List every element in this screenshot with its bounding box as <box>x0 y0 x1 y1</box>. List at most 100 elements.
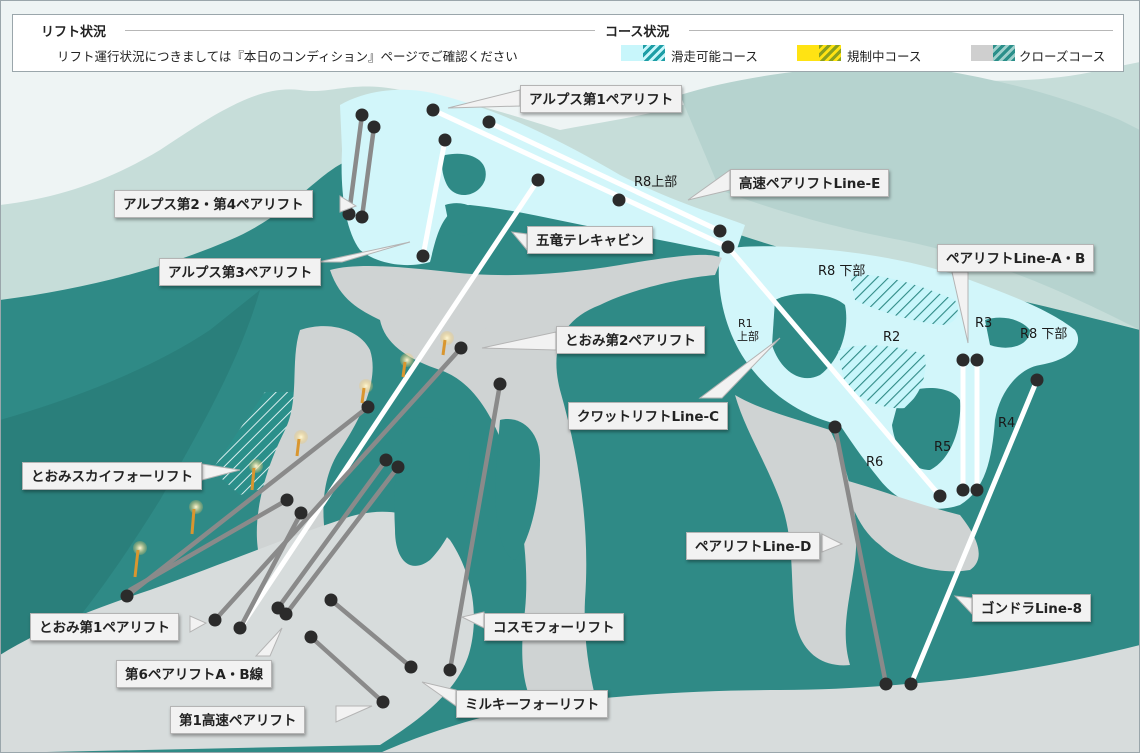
lamp-icon <box>189 500 203 535</box>
lift-line-high1 <box>308 634 386 705</box>
lift-line-alps3 <box>420 137 448 259</box>
lift-line-alps2 <box>346 112 365 217</box>
course-label-r8-upper: R8上部 <box>634 175 678 190</box>
forest-island-2 <box>445 203 480 236</box>
station <box>379 453 393 467</box>
pointer-no6 <box>254 627 283 657</box>
station <box>233 621 247 635</box>
station <box>404 660 418 674</box>
legend-restricted-label: 規制中コース <box>847 49 922 64</box>
station <box>482 115 496 129</box>
lamp-icon <box>133 541 147 578</box>
lift-line-tomi-sky <box>124 404 371 599</box>
station <box>612 193 626 207</box>
station <box>279 607 293 621</box>
lift-line-telecabin <box>237 177 541 631</box>
closed-course-central <box>256 298 491 560</box>
station <box>443 663 457 677</box>
restricted-zone-r2 <box>838 345 926 409</box>
station <box>426 103 440 117</box>
lamp-icon <box>440 331 454 356</box>
lift-line-no6-b <box>283 464 401 617</box>
label-no1-high-speed-pair[interactable]: 第1高速ペアリフト <box>170 706 306 734</box>
station <box>970 353 984 367</box>
label-gondola-line-8[interactable]: ゴンドラLine-8 <box>972 594 1091 622</box>
label-high-speed-line-e[interactable]: 高速ペアリフトLine-E <box>730 169 890 197</box>
pointer-line-c <box>698 337 781 399</box>
forest-island-4 <box>892 388 961 470</box>
station <box>120 589 134 603</box>
label-tomi-2-pair-lift[interactable]: とおみ第2ペアリフト <box>556 326 705 354</box>
label-tomi-1-pair-lift[interactable]: とおみ第1ペアリフト <box>30 613 179 641</box>
forest-island-7 <box>495 419 540 560</box>
pointer-high1 <box>335 705 373 723</box>
label-tomi-sky-four-lift[interactable]: とおみスカイフォーリフト <box>22 462 202 490</box>
course-status-rule <box>689 30 1113 31</box>
closed-course-valley <box>845 480 979 572</box>
station <box>721 240 735 254</box>
lift-line-no6-a <box>275 457 389 611</box>
pointer-tomi1 <box>189 615 208 633</box>
label-pair-lift-line-ab[interactable]: ペアリフトLine-A・B <box>937 244 1095 272</box>
station <box>454 341 468 355</box>
restricted-zone-r8 <box>850 274 958 325</box>
label-alps-2-4-pair-lift[interactable]: アルプス第2・第4ペアリフト <box>114 190 313 218</box>
label-milky-four-lift[interactable]: ミルキーフォーリフト <box>456 690 609 718</box>
legend-open-label: 滑走可能コース <box>671 49 758 64</box>
course-label-r2: R2 <box>883 330 901 345</box>
lift-line-linec <box>725 244 943 499</box>
station <box>493 377 507 391</box>
lift-line-tomi1-low <box>237 510 304 631</box>
lift-line-alps1 <box>430 107 731 250</box>
course-label-r8-lower-2: R8 下部 <box>1020 327 1068 342</box>
station <box>324 593 338 607</box>
label-pair-lift-line-d[interactable]: ペアリフトLine-D <box>686 532 821 560</box>
night-lights <box>133 331 454 578</box>
lift-lines-gray <box>124 112 889 705</box>
station <box>879 677 893 691</box>
lamp-icon <box>400 353 414 378</box>
label-cosmo-four-lift[interactable]: コスモフォーリフト <box>484 613 624 641</box>
station <box>531 173 545 187</box>
forest-island-5 <box>985 317 1030 348</box>
lift-status-title: リフト状況 <box>41 25 107 40</box>
lift-line-lined <box>832 424 889 687</box>
station <box>391 460 405 474</box>
lamp-icon <box>249 459 263 491</box>
station <box>956 353 970 367</box>
lift-line-alps4 <box>359 124 377 220</box>
station <box>438 133 452 147</box>
label-quad-lift-line-c[interactable]: クワットリフトLine-C <box>568 402 729 430</box>
lift-stations <box>120 103 1044 709</box>
station <box>208 613 222 627</box>
course-label-r8-lower: R8 下部 <box>818 264 866 279</box>
lift-line-tomi2 <box>212 345 464 623</box>
pointer-line-ab <box>951 271 969 344</box>
label-alps-3-pair-lift[interactable]: アルプス第3ペアリフト <box>159 258 322 286</box>
lift-line-gondola8 <box>908 377 1040 687</box>
station <box>970 483 984 497</box>
lift-status-rule <box>125 30 595 31</box>
station <box>367 120 381 134</box>
closed-course-base <box>380 645 1140 753</box>
station <box>355 108 369 122</box>
legend-restricted-swatch <box>797 45 841 61</box>
legend-closed-swatch <box>971 45 1015 61</box>
station <box>361 400 375 414</box>
course-label-r1-upper: 上部 <box>737 330 759 343</box>
station <box>956 483 970 497</box>
label-no6-pair-lift-ab[interactable]: 第6ペアリフトA・B線 <box>116 660 273 688</box>
lift-line-cosmo <box>447 381 503 673</box>
callout-pointers <box>189 89 973 723</box>
course-label-r6: R6 <box>866 455 884 470</box>
station <box>713 224 727 238</box>
label-goryu-telecabin[interactable]: 五竜テレキャビン <box>527 226 653 254</box>
station <box>342 207 356 221</box>
closed-course-r6 <box>735 395 857 666</box>
course-label-r4: R4 <box>998 416 1016 431</box>
legend-panel: リフト状況 リフト運行状況につきましては『本日のコンディション』ページでご確認く… <box>12 14 1124 72</box>
station <box>376 695 390 709</box>
label-alps-1-pair-lift[interactable]: アルプス第1ペアリフト <box>520 85 683 113</box>
station <box>280 493 294 507</box>
station <box>828 420 842 434</box>
